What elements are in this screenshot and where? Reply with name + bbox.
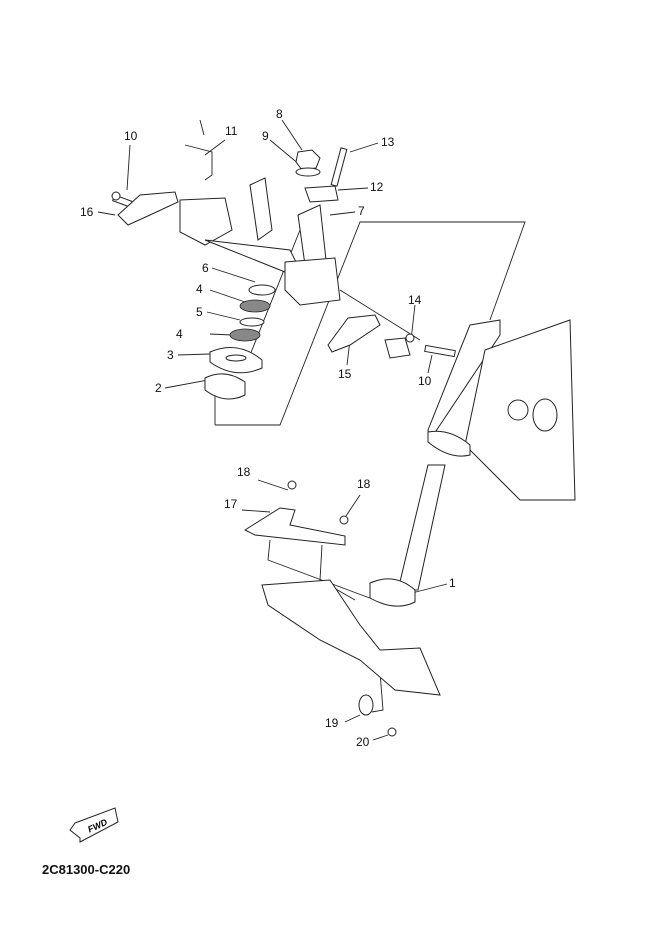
callout-4: 4 [196, 282, 203, 296]
callout-7: 7 [358, 204, 365, 218]
callout-18: 18 [237, 465, 251, 479]
frame-head-pipe [427, 319, 501, 442]
callout-9: 9 [262, 129, 269, 143]
steering-stem [397, 464, 446, 591]
callout-17: 17 [224, 497, 238, 511]
callout-8: 8 [276, 107, 283, 121]
plate-19 [358, 694, 374, 716]
callout-12: 12 [370, 180, 384, 194]
bolt-13 [330, 147, 348, 187]
callout-10: 10 [124, 129, 138, 143]
lower-bracket [261, 579, 441, 696]
nut-8 [295, 149, 321, 171]
holder-7 [297, 204, 327, 266]
parts: FWD [69, 119, 576, 843]
bolt-10-lower [424, 344, 456, 358]
washer-6 [248, 284, 276, 296]
washer-9 [295, 167, 321, 177]
callout-5: 5 [196, 305, 203, 319]
bearing-4-upper [239, 299, 271, 313]
diagram-code: 2C81300-C220 [42, 862, 131, 877]
bracket-15 [327, 314, 381, 353]
bracket-16 [117, 191, 179, 226]
callout-20: 20 [356, 735, 370, 749]
clip-14 [384, 337, 411, 359]
ring-5 [239, 317, 265, 327]
callout-1: 1 [449, 576, 456, 590]
callout-2: 2 [155, 381, 162, 395]
screw-20 [387, 727, 397, 737]
callout-4: 4 [176, 327, 183, 341]
callout-10: 10 [418, 374, 432, 388]
callout-15: 15 [338, 367, 352, 381]
callout-16: 16 [80, 205, 94, 219]
bearing-2 [204, 373, 246, 400]
callout-3: 3 [167, 348, 174, 362]
screw-18-a [287, 480, 297, 490]
leader-lines [97, 119, 526, 741]
handlebar-holder-left [179, 197, 233, 246]
callout-14: 14 [408, 293, 422, 307]
callout-19: 19 [325, 716, 339, 730]
callout-6: 6 [202, 261, 209, 275]
screw-18-b [339, 515, 349, 525]
fwd-arrow-icon [69, 807, 119, 843]
callout-18: 18 [357, 477, 371, 491]
bracket-17 [243, 507, 346, 546]
holder-cap-12 [304, 185, 339, 203]
callout-11: 11 [225, 124, 238, 138]
callout-13: 13 [381, 135, 395, 149]
bearing-4-lower [229, 328, 261, 342]
upper-bracket-right [284, 257, 341, 306]
bearing-1 [369, 578, 416, 607]
